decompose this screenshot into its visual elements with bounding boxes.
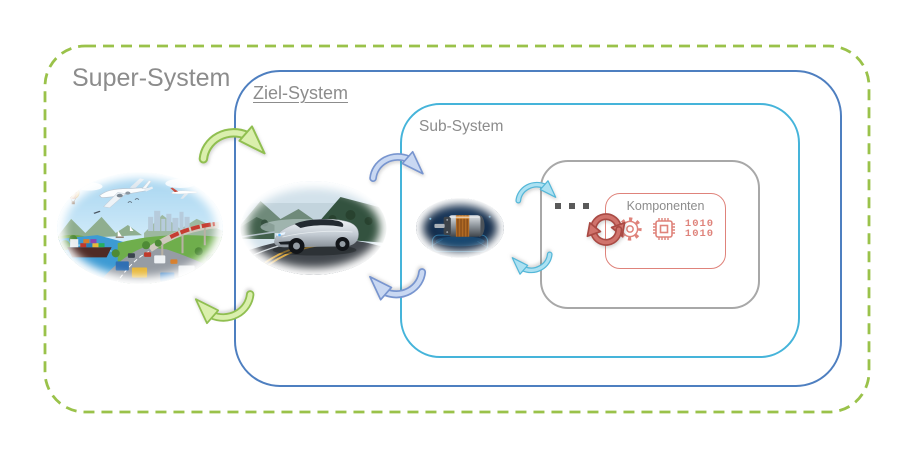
komponenten-box: Komponenten 1010 1010 [605, 193, 726, 269]
transport-collage-image [57, 172, 223, 284]
sub-system-box [400, 103, 800, 358]
motor-body [434, 215, 485, 237]
komponenten-label: Komponenten [626, 199, 705, 213]
ziel-system-box [234, 70, 842, 387]
arrow-ziel-to-sub [364, 140, 432, 184]
airliner [98, 178, 154, 209]
ellipsis-dots [555, 203, 589, 209]
sub-system-label: Sub-System [419, 118, 504, 135]
binary-line-2: 1010 [684, 228, 715, 240]
silver-sedan [272, 219, 359, 256]
binary-line-1: 1010 [684, 218, 715, 230]
arrow-sub-to-ziel [362, 266, 430, 312]
car-image [240, 181, 387, 275]
motor-image [416, 198, 504, 258]
component-outer-box [540, 160, 760, 309]
arrow-super-to-ziel [197, 112, 271, 166]
binary-code-icon: 1010 1010 [684, 218, 715, 240]
component-cycle-arrows [586, 213, 626, 246]
chip-icon [652, 218, 675, 240]
super-system-label: Super-System [72, 64, 231, 92]
small-plane [170, 187, 198, 199]
ziel-system-label: Ziel-System [253, 83, 349, 103]
arrow-component-to-sub [506, 250, 556, 283]
arrow-ziel-to-super [190, 288, 256, 336]
cargo-ship [67, 239, 112, 258]
arrow-sub-to-component [512, 172, 562, 205]
